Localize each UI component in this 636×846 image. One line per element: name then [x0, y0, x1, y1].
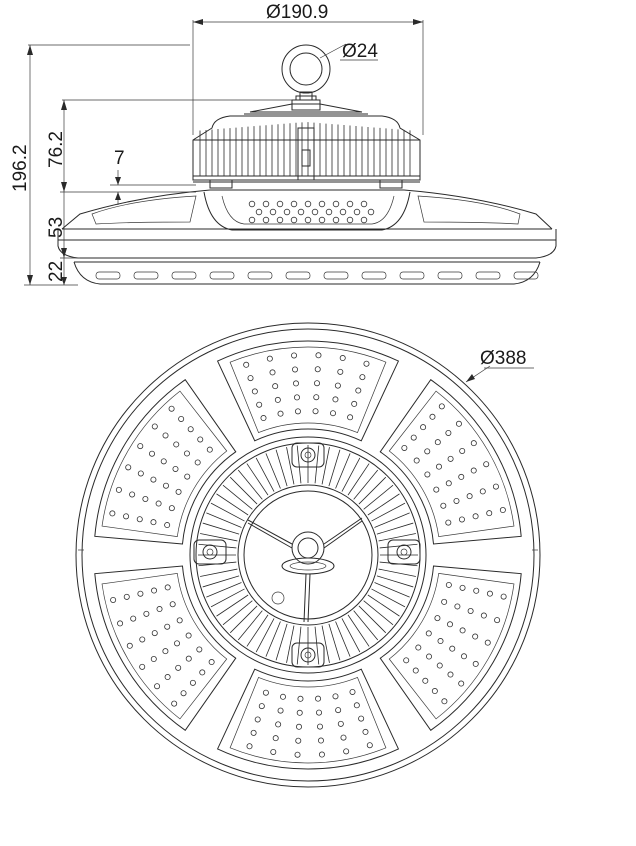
- led-module: [216, 340, 400, 442]
- led-module: [94, 379, 237, 545]
- dim-top-diameter: Ø190.9: [192, 2, 424, 135]
- reflector-dish: [57, 189, 557, 285]
- dim-lens-height-label: 22: [46, 261, 67, 282]
- dim-gap-label: 7: [114, 148, 125, 169]
- heat-sink-top: [189, 436, 427, 674]
- dim-outer-diameter-label: Ø388: [480, 348, 526, 369]
- mounting-lug: [387, 539, 421, 565]
- center-hook: [247, 517, 363, 623]
- hanging-eye: Ø24: [281, 41, 378, 101]
- mounting-lug: [193, 539, 227, 565]
- top-view: Ø388: [75, 322, 541, 788]
- side-view: Ø190.9 Ø24: [10, 2, 557, 286]
- dim-eye-diameter-label: Ø24: [342, 41, 378, 62]
- led-module: [379, 379, 522, 545]
- vertical-dimensions: 196.2 76.2 7 53 22: [10, 44, 292, 286]
- mounting-lug: [291, 442, 325, 468]
- led-module: [94, 565, 237, 731]
- heat-sink-side: [192, 115, 421, 189]
- dim-body-height-label: 76.2: [46, 131, 67, 168]
- neck: [244, 95, 368, 115]
- led-sector-group: [94, 340, 522, 770]
- dim-dish-height-label: 53: [46, 217, 67, 238]
- mounting-lug: [291, 642, 325, 668]
- dim-outer-diameter: Ø388: [465, 348, 534, 383]
- dim-top-diameter-label: Ø190.9: [266, 2, 328, 23]
- mounting-lugs: [193, 442, 421, 668]
- dim-total-height-label: 196.2: [10, 144, 31, 192]
- led-module: [216, 668, 400, 770]
- led-module: [379, 565, 522, 731]
